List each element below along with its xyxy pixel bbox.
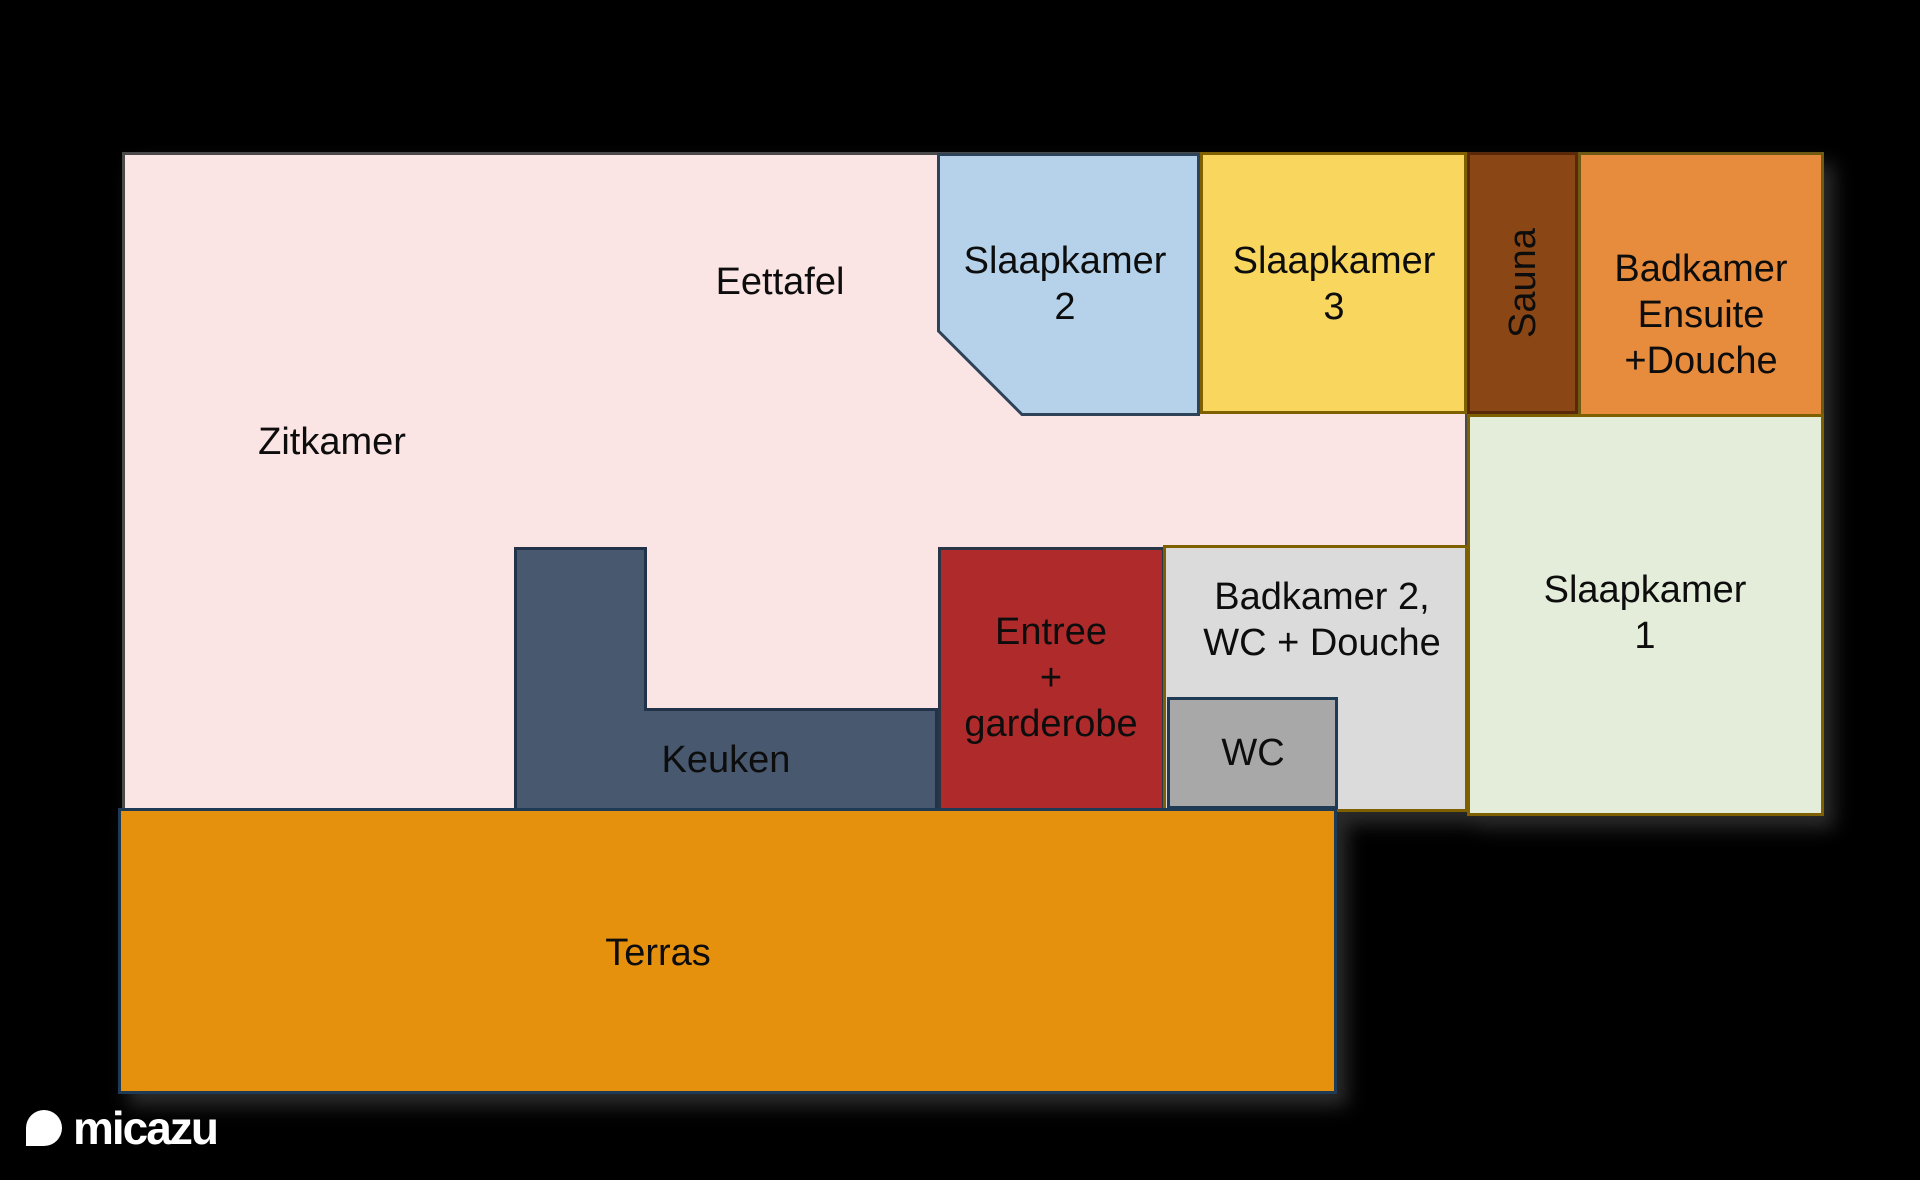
room-label-badkamer-ensuite: Badkamer Ensuite +Douche xyxy=(1614,246,1787,384)
label-line: garderobe xyxy=(964,703,1138,745)
room-label-slaapkamer-3: Slaapkamer 3 xyxy=(1233,238,1436,330)
label-line: +Douche xyxy=(1624,340,1778,382)
label-line: Entree xyxy=(995,611,1107,653)
room-slaapkamer-2-shape xyxy=(937,153,1200,416)
label-line: 2 xyxy=(1054,286,1076,328)
micazu-bubble-icon xyxy=(26,1110,62,1146)
room-terras xyxy=(118,808,1337,1094)
micazu-logo: micazu xyxy=(26,1102,219,1154)
label-line: WC + Douche xyxy=(1203,622,1441,664)
room-label-keuken: Keuken xyxy=(661,739,791,781)
room-label-terras: Terras xyxy=(605,932,711,974)
room-slaapkamer-3 xyxy=(1200,152,1467,414)
room-label-badkamer-2: Badkamer 2, WC + Douche xyxy=(1203,574,1441,666)
room-label-zitkamer: Zitkamer xyxy=(258,421,406,463)
room-slaapkamer-2 xyxy=(937,153,1200,416)
label-line: Slaapkamer xyxy=(1232,240,1436,282)
room-label-eettafel: Eettafel xyxy=(715,261,845,303)
room-label-sauna: Sauna xyxy=(1502,228,1544,338)
room-label-slaapkamer-1: Slaapkamer 1 xyxy=(1544,567,1747,659)
room-badkamer-ensuite xyxy=(1578,152,1824,418)
label-line: Badkamer xyxy=(1614,248,1788,290)
label-line: Ensuite xyxy=(1637,294,1765,336)
label-line: + xyxy=(1039,657,1063,699)
label-line: Slaapkamer xyxy=(1543,569,1747,611)
label-line: Badkamer 2, xyxy=(1214,576,1430,618)
room-wc xyxy=(1167,697,1338,809)
room-slaapkamer-1 xyxy=(1467,414,1824,816)
room-label-entree-garderobe: Entree + garderobe xyxy=(964,609,1137,747)
label-line: Slaapkamer xyxy=(963,240,1167,282)
label-line: 1 xyxy=(1634,615,1656,657)
label-line: 3 xyxy=(1323,286,1345,328)
room-label-wc: WC xyxy=(1221,732,1285,774)
micazu-logo-text: micazu xyxy=(73,1102,219,1154)
room-label-slaapkamer-2: Slaapkamer 2 xyxy=(964,238,1167,330)
room-sauna xyxy=(1467,152,1578,414)
